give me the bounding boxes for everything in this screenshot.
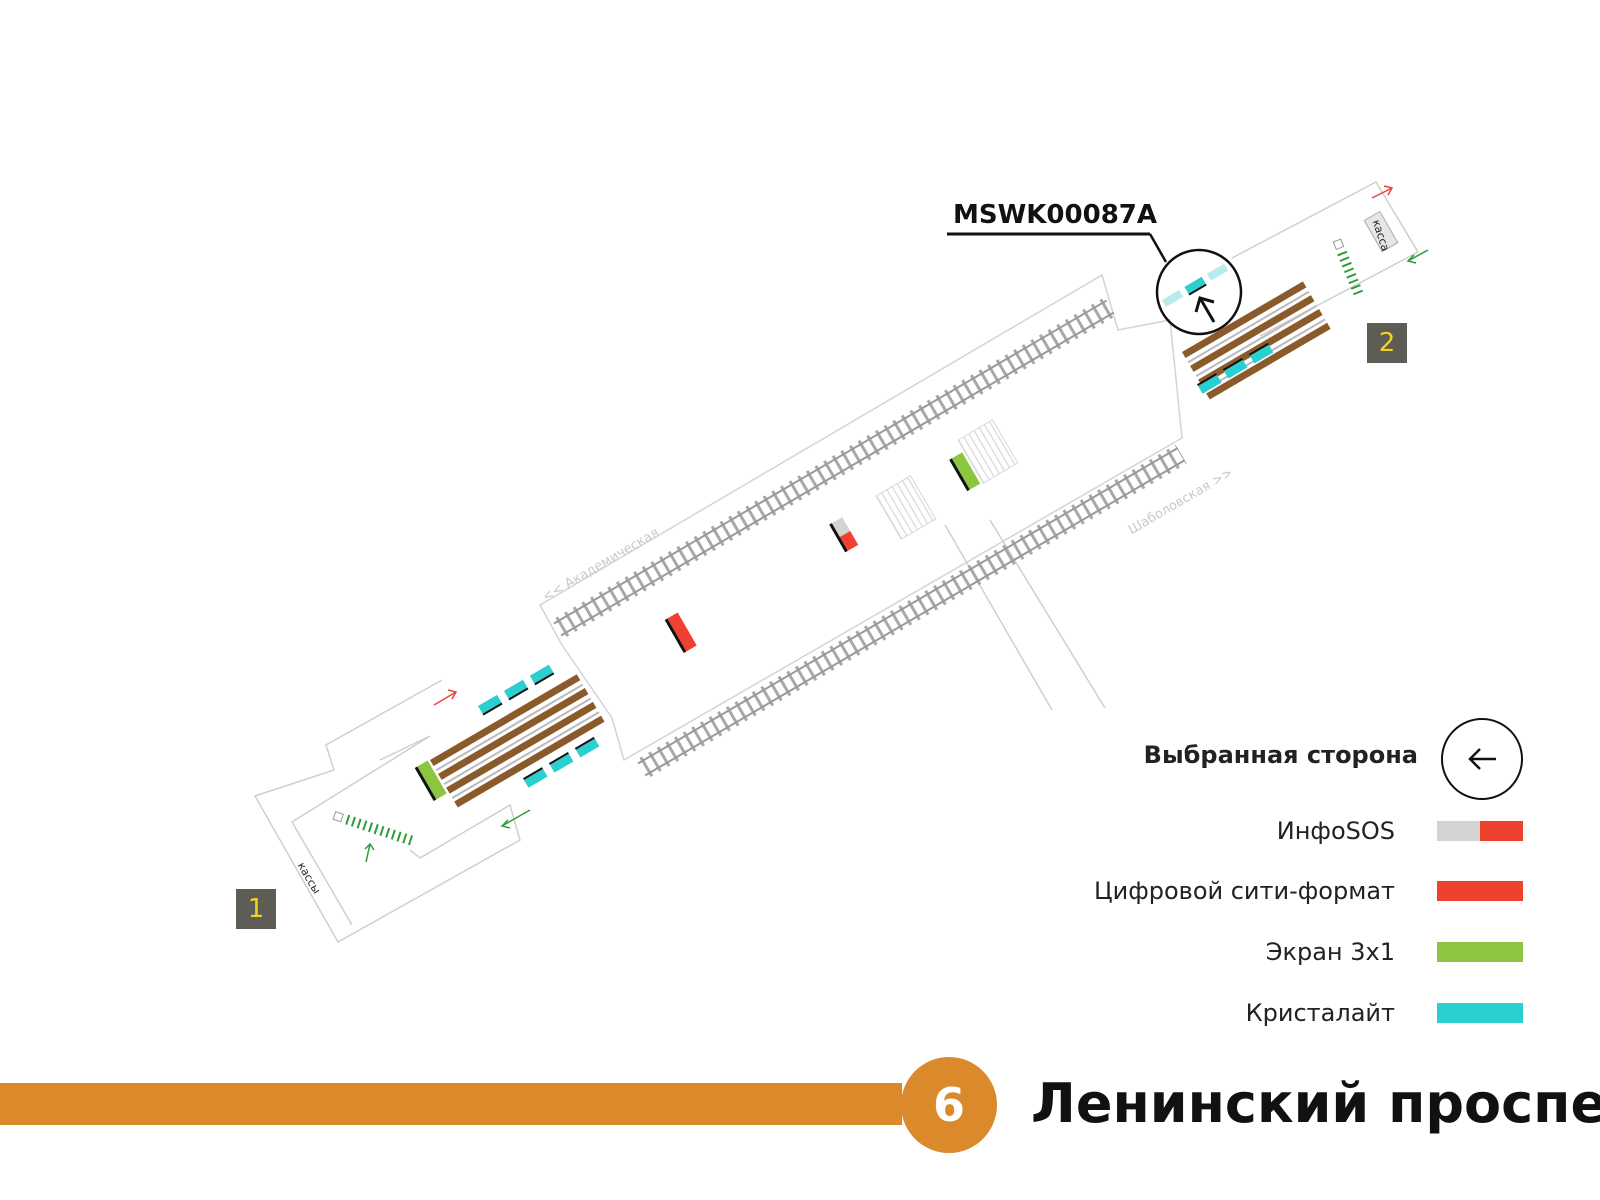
- callout-leader: [1148, 233, 1168, 263]
- highlight-code-label: MSWK00087A: [953, 200, 1158, 230]
- legend-item-label: Кристалайт: [1245, 999, 1395, 1027]
- vestibule-1-inner: [290, 735, 431, 926]
- exit-badge-2: 2: [1367, 323, 1407, 363]
- ticket-office-2-shape: [1363, 210, 1399, 253]
- vestibule-2-outline: [1231, 181, 1420, 337]
- track-lower: [636, 444, 1187, 779]
- screen-3x1-placement: [949, 452, 981, 492]
- flow-arrow-enter-1: [500, 809, 531, 829]
- turnstiles-2: [1332, 238, 1363, 296]
- crystalite-group-2-top: [1162, 263, 1229, 307]
- station-name: Ленинский проспект: [1031, 1072, 1600, 1135]
- metro-line-bar: [0, 1083, 902, 1125]
- legend-item-label: Цифровой сити-формат: [1094, 877, 1395, 905]
- legend-selected-side: Выбранная сторона: [918, 740, 1418, 770]
- selected-side-icon: [1441, 718, 1523, 800]
- swatch-part-red: [1480, 821, 1523, 841]
- arrow-left-icon: [1468, 748, 1496, 770]
- stairs-right: [957, 419, 1019, 484]
- platform-outline: [538, 273, 1183, 762]
- station-map: [253, 181, 1429, 944]
- crystalite-group-1-top: [478, 664, 555, 716]
- screen-3x1-vestibule-1: [414, 760, 447, 801]
- crystalite-group-2-bottom: [1196, 342, 1274, 394]
- flow-arrow-enter-2: [1406, 249, 1429, 264]
- legend-item-label: Экран 3х1: [1265, 938, 1395, 966]
- highlight-circle: [1155, 248, 1243, 336]
- legend-item-label: ИнфоSOS: [1276, 817, 1395, 845]
- escalator-group-1: [430, 674, 605, 808]
- track-upper: [552, 297, 1116, 639]
- vestibule-1-outline: [253, 679, 521, 944]
- turnstiles-1: [332, 811, 413, 846]
- crystalite-group-1-bottom: [522, 736, 600, 788]
- legend-item-crystalite: Кристалайт: [923, 998, 1523, 1028]
- flow-arrow-exit-1: [433, 689, 458, 706]
- stairs-left: [875, 475, 937, 540]
- legend-item-info-sos: ИнфоSOS: [923, 816, 1523, 846]
- arrow-up-left-icon: [1194, 296, 1216, 323]
- city-format-placement: [664, 612, 697, 653]
- legend-swatch-city-format: [1437, 881, 1523, 901]
- flow-arrow-enter-1b: [364, 842, 375, 863]
- legend-item-city-format: Цифровой сити-формат: [923, 876, 1523, 906]
- passage-line-1: [944, 524, 1053, 711]
- legend-item-screen-3x1: Экран 3х1: [923, 937, 1523, 967]
- legend-swatch-crystalite: [1437, 1003, 1523, 1023]
- info-sos-placement: [829, 517, 859, 553]
- line-number-badge: 6: [901, 1057, 997, 1153]
- swatch-part-gray: [1437, 821, 1480, 841]
- legend-selected-side-label: Выбранная сторона: [1143, 741, 1418, 769]
- exit-badge-1: 1: [236, 889, 276, 929]
- legend-swatch-info-sos: [1437, 821, 1523, 841]
- flow-arrow-exit-2: [1371, 185, 1394, 199]
- legend-swatch-screen-3x1: [1437, 942, 1523, 962]
